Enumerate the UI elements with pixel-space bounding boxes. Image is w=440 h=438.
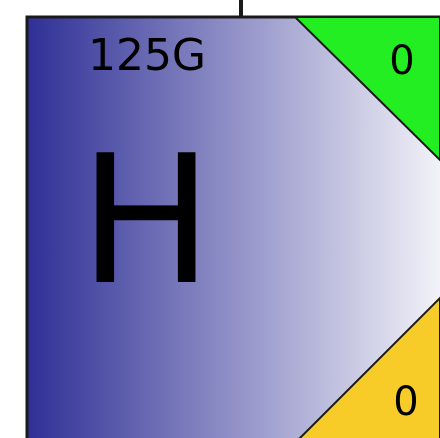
top-right-corner-triangle	[292, 16, 440, 162]
tile-symbol: H	[79, 117, 213, 324]
tile-label: 125G	[88, 30, 206, 81]
bottom-right-value: 0	[393, 379, 418, 425]
top-right-value: 0	[389, 38, 414, 84]
bottom-right-corner-triangle	[298, 296, 440, 438]
